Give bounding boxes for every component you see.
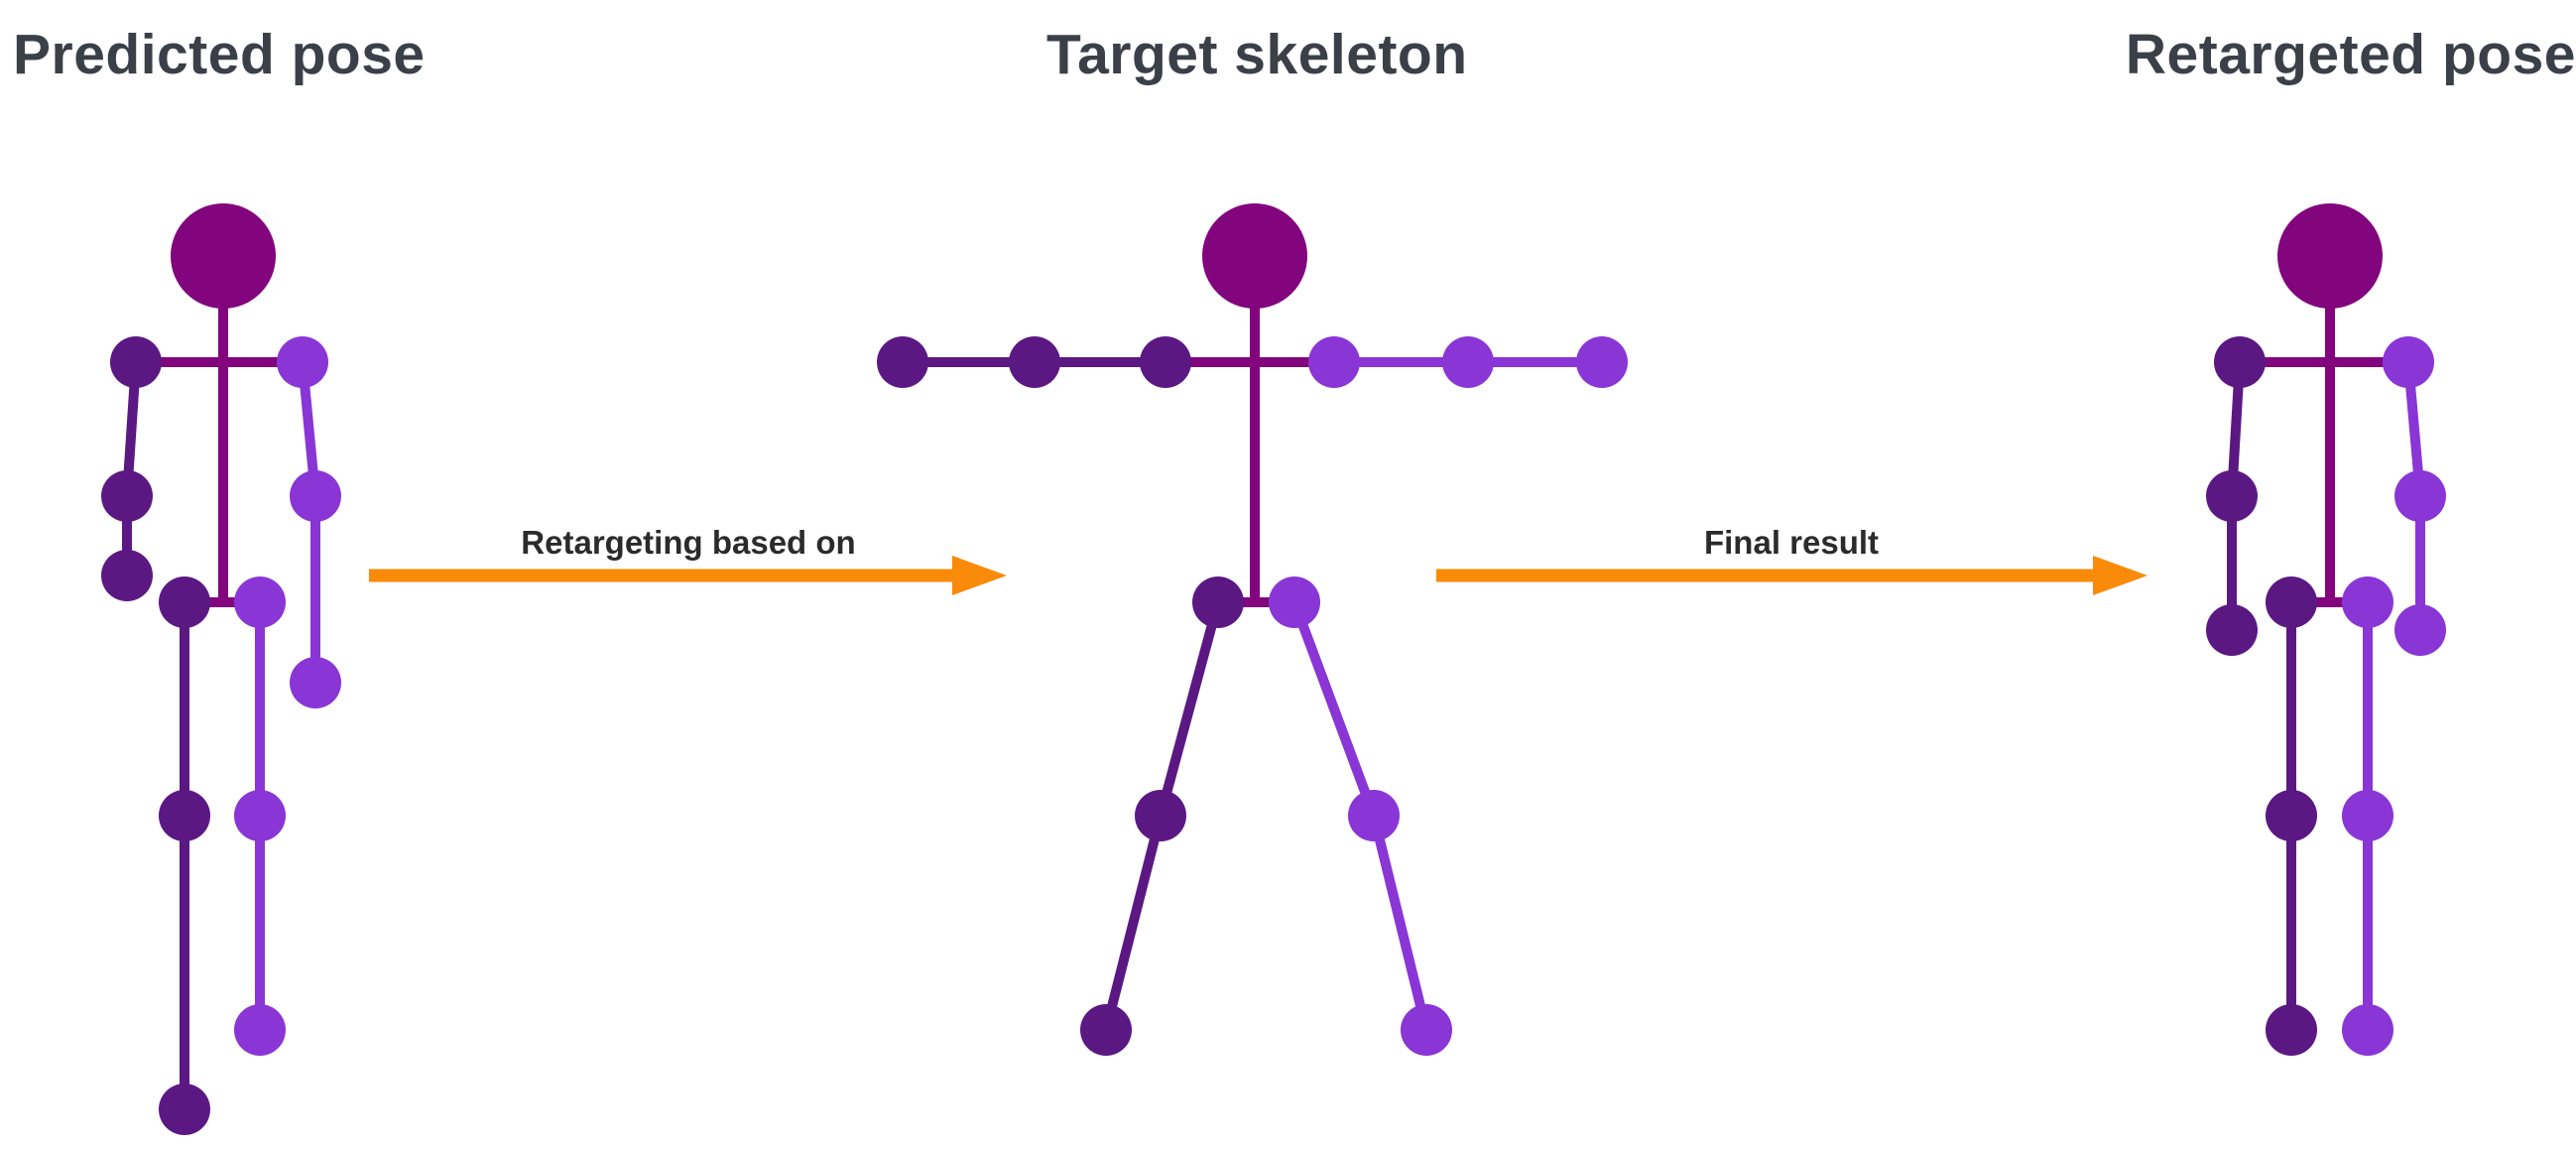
right-shoulder-joint bbox=[277, 336, 328, 388]
left-shoulder-joint bbox=[2214, 336, 2266, 388]
right-elbow-joint bbox=[290, 470, 341, 522]
left-wrist-joint bbox=[101, 550, 153, 601]
right-ankle-joint bbox=[1401, 1004, 1452, 1056]
right-shoulder-joint bbox=[1308, 336, 1360, 388]
right-ankle-joint bbox=[234, 1004, 286, 1056]
left-wrist-joint bbox=[2206, 604, 2258, 656]
final-result-arrow-label: Final result bbox=[1703, 524, 1880, 561]
right-wrist-joint bbox=[2394, 604, 2446, 656]
left-hip-joint bbox=[159, 576, 210, 628]
final-result-arrow bbox=[1436, 556, 2147, 595]
target-skeleton-title: Target skeleton bbox=[1046, 23, 1468, 86]
retargeted-pose-title: Retargeted pose bbox=[2125, 23, 2576, 86]
left-hip-joint bbox=[2266, 576, 2317, 628]
right-shoulder-joint bbox=[2383, 336, 2434, 388]
arrowhead-icon bbox=[2093, 556, 2147, 595]
head-joint bbox=[2277, 203, 2383, 309]
left-hip-joint bbox=[1192, 576, 1244, 628]
left-elbow-joint bbox=[2206, 470, 2258, 522]
left-wrist-joint bbox=[877, 336, 928, 388]
arrowhead-icon bbox=[952, 556, 1007, 595]
left-elbow-joint bbox=[101, 470, 153, 522]
retargeted-pose-skeleton bbox=[2206, 203, 2446, 1056]
right-hip-joint bbox=[1269, 576, 1320, 628]
left-shoulder-joint bbox=[110, 336, 162, 388]
right-wrist-joint bbox=[1576, 336, 1628, 388]
retargeting-arrow-label: Retargeting based on bbox=[521, 524, 856, 561]
right-elbow-joint bbox=[2394, 470, 2446, 522]
right-hip-joint bbox=[234, 576, 286, 628]
right-hip-joint bbox=[2342, 576, 2393, 628]
head-joint bbox=[1202, 203, 1307, 309]
predicted-pose-skeleton bbox=[101, 203, 341, 1135]
left-ankle-joint bbox=[159, 1084, 210, 1135]
right-knee-joint bbox=[234, 790, 286, 841]
right-ankle-joint bbox=[2342, 1004, 2393, 1056]
right-elbow-joint bbox=[1442, 336, 1494, 388]
left-knee-joint bbox=[2266, 790, 2317, 841]
left-shoulder-joint bbox=[1140, 336, 1191, 388]
left-knee-joint bbox=[159, 790, 210, 841]
right-wrist-joint bbox=[290, 657, 341, 708]
predicted-pose-title: Predicted pose bbox=[13, 23, 426, 86]
left-ankle-joint bbox=[2266, 1004, 2317, 1056]
left-elbow-joint bbox=[1009, 336, 1060, 388]
right-knee-joint bbox=[1348, 790, 1400, 841]
left-arm-bone bbox=[122, 361, 141, 576]
left-knee-joint bbox=[1135, 790, 1186, 841]
right-arm-bone bbox=[298, 361, 320, 683]
retargeting-arrow bbox=[369, 556, 1007, 595]
right-knee-joint bbox=[2342, 790, 2393, 841]
head-joint bbox=[171, 203, 276, 309]
target-skeleton bbox=[877, 203, 1628, 1056]
left-ankle-joint bbox=[1080, 1004, 1132, 1056]
